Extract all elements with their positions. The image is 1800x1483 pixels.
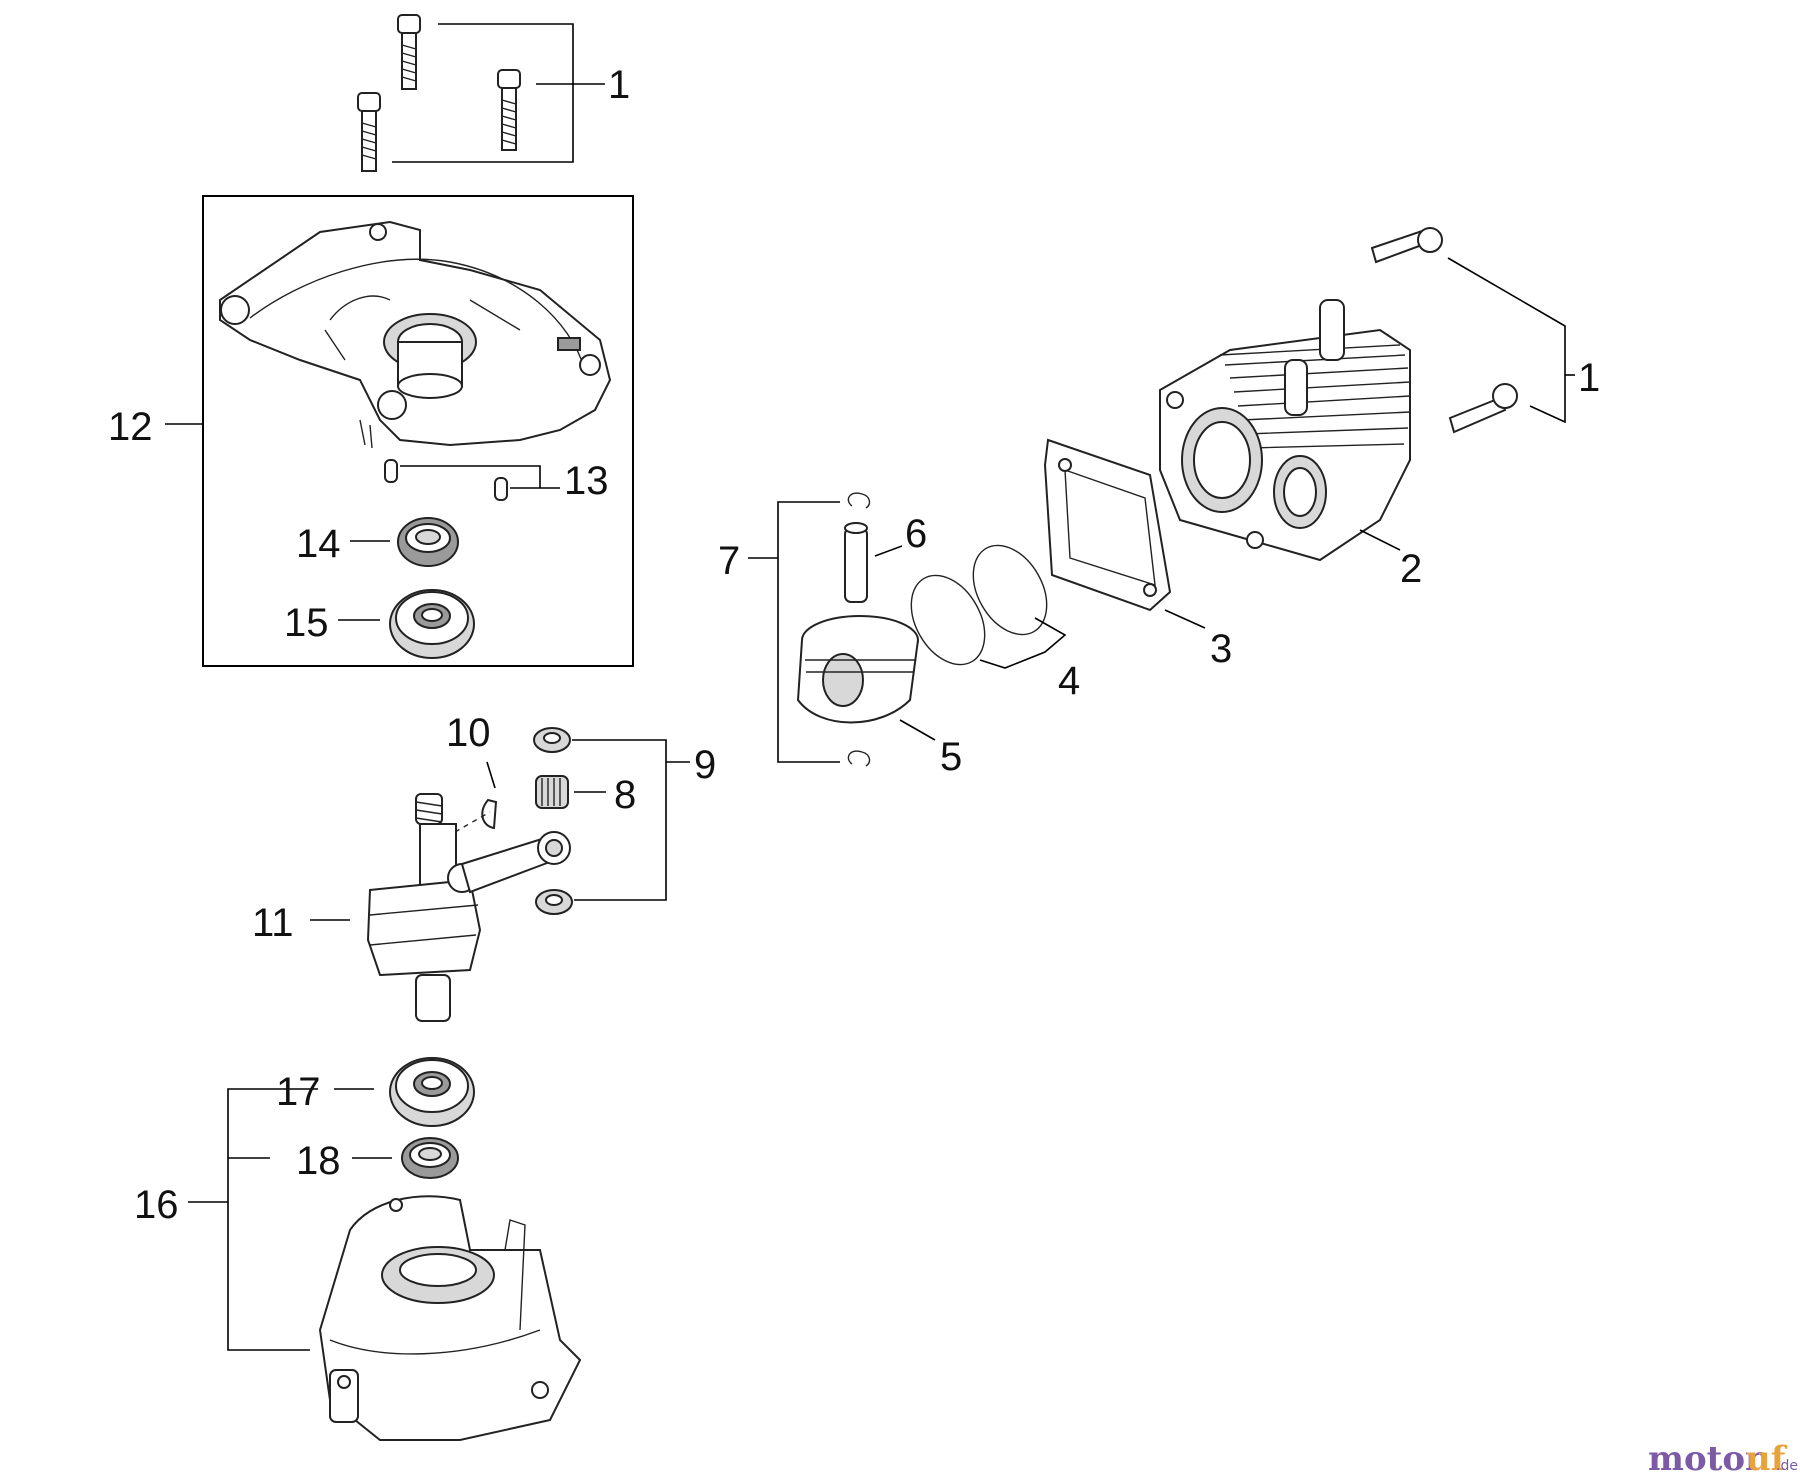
screw-top-c: [357, 92, 381, 172]
circlips: [847, 492, 871, 767]
callout-2: 2: [1400, 547, 1422, 591]
oil-seal-18: [401, 1137, 459, 1179]
callout-17: 17: [276, 1070, 321, 1114]
piston-pin: [844, 522, 868, 603]
crankcase-half: [219, 220, 612, 449]
bearing-17: [389, 1057, 475, 1127]
bearing-15: [389, 589, 475, 659]
callout-7: 7: [718, 539, 740, 583]
watermark-part-c: .de: [1776, 1458, 1798, 1474]
cylinder: [1159, 299, 1411, 562]
callout-11: 11: [252, 901, 294, 945]
crankcase-half-frame: [202, 195, 634, 667]
cylinder-screws: [1370, 227, 1575, 434]
callout-1-top: 1: [608, 63, 630, 107]
callout-15: 15: [284, 601, 329, 645]
callout-10: 10: [446, 711, 491, 755]
cyl-screw-b: [1448, 383, 1518, 434]
piston: [796, 615, 919, 724]
gasket: [1043, 438, 1172, 612]
callout-1-right: 1: [1578, 356, 1600, 400]
callout-8: 8: [614, 773, 636, 817]
callout-6: 6: [905, 512, 927, 556]
callout-4: 4: [1058, 659, 1080, 703]
dowel-pins: [384, 459, 560, 501]
watermark-part-b: uf: [1746, 1439, 1788, 1478]
site-watermark: motor uf .de: [1648, 1439, 1798, 1479]
callout-18: 18: [296, 1139, 341, 1183]
watermark-part-a: motor: [1648, 1439, 1764, 1478]
woodruff-key: [481, 798, 498, 830]
callout-14: 14: [296, 522, 341, 566]
needle-bearing: [535, 775, 569, 809]
oil-seal-14: [397, 517, 459, 567]
callout-3: 3: [1210, 627, 1232, 671]
piston-rings: [910, 544, 1067, 669]
crankshaft: [366, 793, 571, 1022]
thrust-washer-bottom: [535, 889, 573, 915]
callout-5: 5: [940, 735, 962, 779]
crankcase-lower: [318, 1195, 582, 1441]
cyl-screw-a: [1370, 227, 1443, 264]
callout-16: 16: [134, 1183, 179, 1227]
callout-9: 9: [694, 743, 716, 787]
top-screws: [357, 14, 605, 172]
callout-13: 13: [564, 459, 609, 503]
screw-top-a: [397, 14, 421, 90]
callout-12: 12: [108, 405, 153, 449]
thrust-washer-top: [533, 727, 571, 753]
screw-top-b: [497, 69, 521, 151]
